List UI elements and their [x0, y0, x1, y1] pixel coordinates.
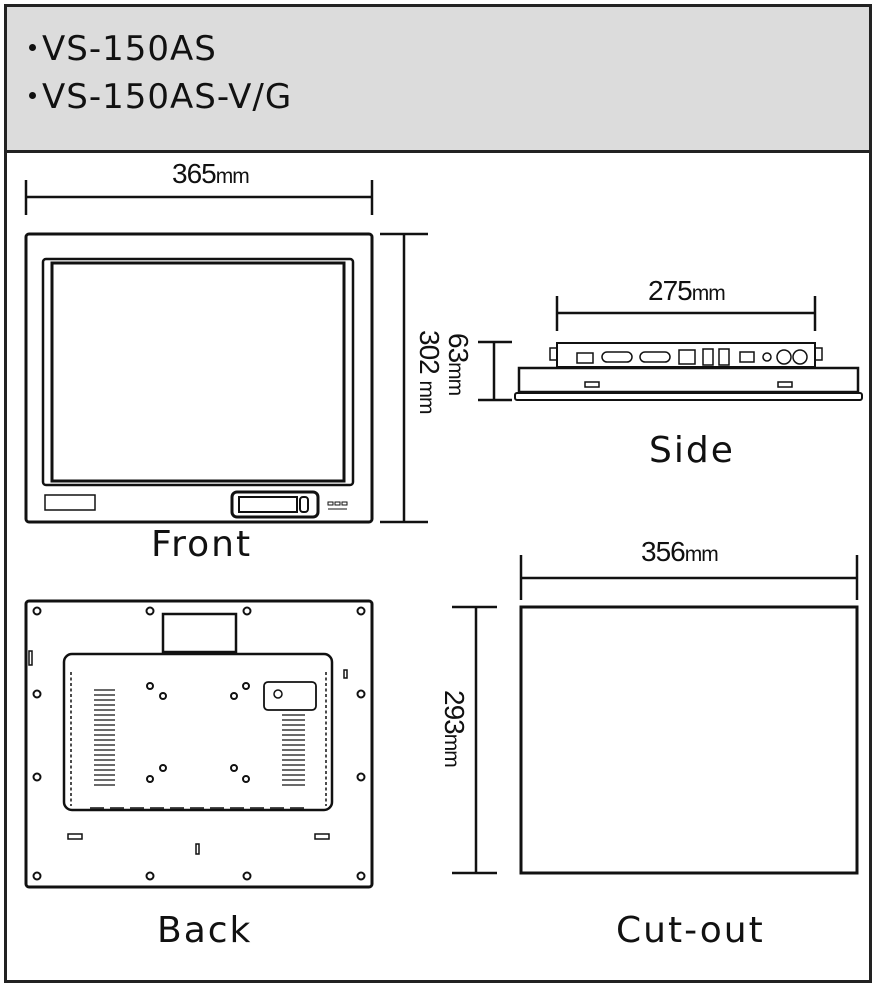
side-caption: Side: [649, 430, 735, 471]
front-height-value: 302: [414, 330, 445, 374]
side-depth-value: 63: [443, 333, 474, 363]
model-name-1: VS-150AS: [29, 29, 217, 69]
back-caption: Back: [157, 910, 253, 951]
cutout-width-dimension-line: [519, 555, 859, 600]
side-depth-label: 63mm: [442, 333, 474, 395]
bullet-icon: [29, 92, 36, 99]
front-width-label: 365mm: [172, 158, 250, 190]
cutout-height-label: 293mm: [438, 690, 470, 767]
side-width-label: 275mm: [648, 275, 726, 307]
cutout-view: [519, 605, 859, 875]
cutout-height-value: 293: [439, 690, 470, 734]
cutout-height-dimension-line: [452, 605, 497, 875]
header-panel: VS-150AS VS-150AS-V/G: [7, 7, 869, 153]
side-width-unit: mm: [691, 282, 726, 305]
front-height-label: 302 mm: [413, 330, 445, 414]
front-view: [24, 232, 374, 524]
bullet-icon: [29, 44, 36, 51]
front-width-dimension-line: [24, 180, 374, 215]
model-label-1: VS-150AS: [42, 29, 217, 69]
cutout-caption: Cut-out: [616, 910, 765, 951]
front-caption: Front: [151, 524, 253, 565]
cutout-height-unit: mm: [440, 733, 463, 767]
side-depth-dimension-line: [478, 340, 512, 402]
cutout-width-unit: mm: [684, 543, 719, 566]
model-label-2: VS-150AS-V/G: [42, 77, 293, 117]
front-width-value: 365: [172, 158, 217, 189]
side-width-dimension-line: [555, 296, 817, 331]
front-width-unit: mm: [215, 165, 250, 188]
side-width-value: 275: [648, 275, 693, 306]
drawing-frame: [4, 4, 872, 983]
side-view: [514, 342, 863, 401]
side-depth-unit: mm: [444, 362, 467, 396]
cutout-width-label: 356mm: [641, 536, 719, 568]
cutout-width-value: 356: [641, 536, 686, 567]
front-height-dimension-line: [380, 232, 428, 524]
back-view: [24, 599, 374, 889]
front-height-unit: mm: [415, 380, 438, 414]
model-name-2: VS-150AS-V/G: [29, 77, 292, 117]
